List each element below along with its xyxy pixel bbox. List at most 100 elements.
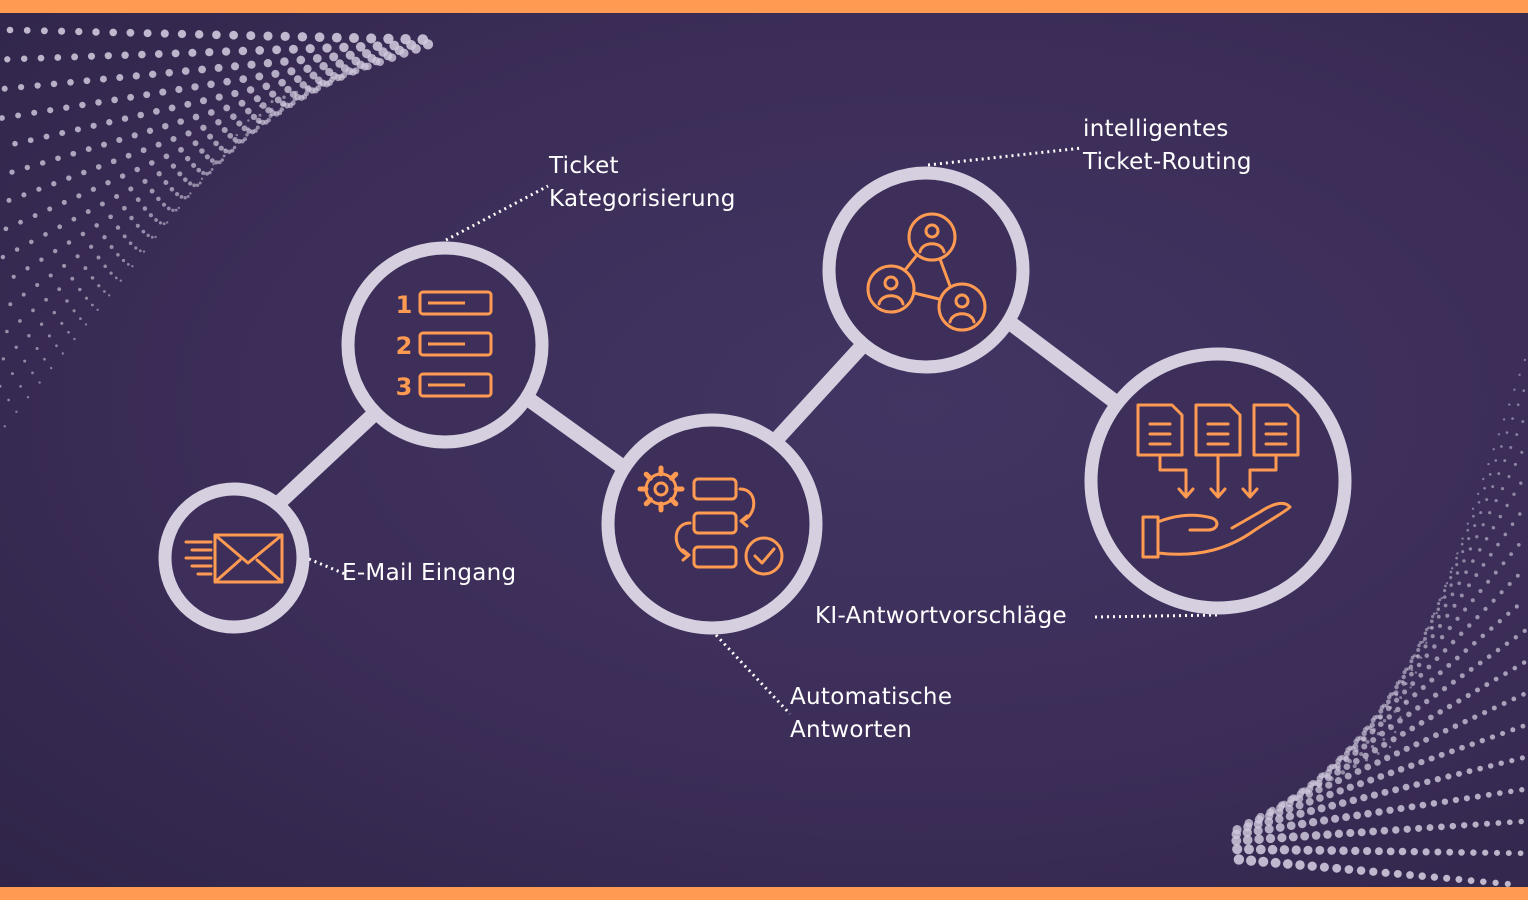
arrow-down-icon	[1158, 453, 1188, 498]
decor-dot	[271, 69, 280, 78]
decor-dot	[1297, 819, 1307, 829]
decor-dot	[1472, 641, 1477, 646]
decor-dot	[1466, 522, 1470, 525]
decor-dot	[288, 44, 298, 54]
decor-dot	[1437, 623, 1443, 629]
leader-email	[308, 557, 346, 576]
decor-dot	[1505, 503, 1509, 508]
decor-dot	[62, 263, 67, 268]
decor-dot	[1430, 873, 1439, 881]
decor-dot	[1518, 373, 1521, 376]
decor-dot	[1470, 598, 1475, 603]
decor-dot	[1394, 730, 1397, 734]
decor-dot	[1449, 576, 1453, 580]
decor-dot	[23, 27, 31, 34]
decor-dot	[1265, 833, 1276, 844]
decor-dot	[1432, 692, 1439, 698]
decor-dot	[236, 138, 242, 144]
decor-dot	[1253, 826, 1263, 836]
decor-dot	[309, 71, 318, 80]
decor-dot	[21, 192, 27, 198]
decor-dot	[1436, 607, 1441, 611]
decor-dot	[366, 33, 377, 44]
decor-dot	[210, 167, 214, 171]
decor-dot	[1315, 845, 1325, 855]
decor-dot	[217, 160, 222, 165]
decor-dot	[27, 334, 31, 338]
decor-dot	[1519, 755, 1525, 761]
decor-dot	[192, 113, 200, 121]
decor-dot	[1245, 855, 1257, 866]
decor-dot	[1325, 781, 1333, 789]
decor-dot	[1438, 751, 1445, 758]
decor-dot	[1440, 596, 1444, 600]
decor-dot	[1370, 744, 1375, 749]
decor-dot	[1509, 552, 1513, 556]
decor-dot	[1483, 486, 1486, 490]
decor-dot	[1477, 660, 1483, 666]
leader-lines	[308, 146, 1219, 716]
decor-dot	[181, 67, 190, 75]
decor-dot	[1505, 850, 1512, 857]
decor-dot	[205, 48, 214, 57]
documents-hand-icon	[1136, 403, 1300, 559]
decor-dot	[1232, 844, 1243, 855]
decor-dot	[1481, 563, 1486, 567]
decor-dot	[44, 297, 48, 302]
decor-dot	[110, 158, 117, 165]
decor-dot	[234, 140, 238, 144]
decor-dot	[142, 178, 148, 184]
decor-dot	[255, 125, 260, 130]
leader-antworten	[714, 633, 792, 716]
decor-dot	[1463, 648, 1469, 653]
decor-dot	[1401, 674, 1406, 680]
decor-dot	[399, 48, 409, 58]
decor-dot	[1363, 846, 1372, 856]
decor-dot	[95, 164, 102, 170]
decor-dot	[1375, 808, 1383, 816]
decor-dot	[57, 224, 63, 230]
decor-dot	[243, 137, 248, 142]
decor-dot	[131, 132, 138, 139]
decor-dot	[58, 27, 66, 35]
decor-dot	[1385, 699, 1391, 705]
decor-dot	[1334, 829, 1344, 838]
decor-dot	[55, 344, 58, 348]
decor-dot	[1508, 403, 1511, 406]
decor-dot	[20, 55, 28, 62]
decor-dot	[1463, 795, 1470, 802]
decor-dot	[1429, 677, 1435, 683]
label-line: E-Mail Eingang	[342, 560, 517, 586]
decor-dot	[114, 276, 118, 280]
decor-dot	[177, 206, 180, 210]
label-ki-antwortvorschlaege: KI-Antwortvorschläge	[815, 600, 1067, 633]
decor-dot	[47, 334, 51, 338]
arrow-head	[1177, 487, 1195, 499]
decor-dot	[1244, 844, 1254, 855]
decor-dot	[48, 273, 53, 278]
decor-dot	[215, 93, 223, 101]
decor-dot	[263, 31, 273, 41]
decor-dot	[1437, 709, 1443, 715]
decor-dot	[1489, 626, 1494, 631]
decor-dot	[1307, 861, 1317, 871]
decor-dot	[178, 146, 184, 153]
decor-dot	[78, 287, 82, 292]
decor-dot	[154, 50, 163, 58]
decor-dot	[1450, 679, 1456, 685]
decor-dot	[1434, 848, 1442, 856]
decor-dot	[1474, 793, 1481, 800]
decor-dot	[1378, 708, 1384, 714]
decor-dot	[1483, 820, 1491, 827]
connector-lines	[273, 317, 1126, 509]
decor-dot	[314, 32, 325, 43]
decor-dot	[246, 31, 256, 41]
decor-dot	[71, 216, 77, 222]
decor-dot	[85, 209, 91, 215]
decor-dot	[43, 232, 48, 237]
decor-dot	[1500, 730, 1506, 736]
decor-dot	[1399, 716, 1402, 719]
decor-dot	[1432, 612, 1436, 616]
decor-dot	[141, 229, 146, 234]
